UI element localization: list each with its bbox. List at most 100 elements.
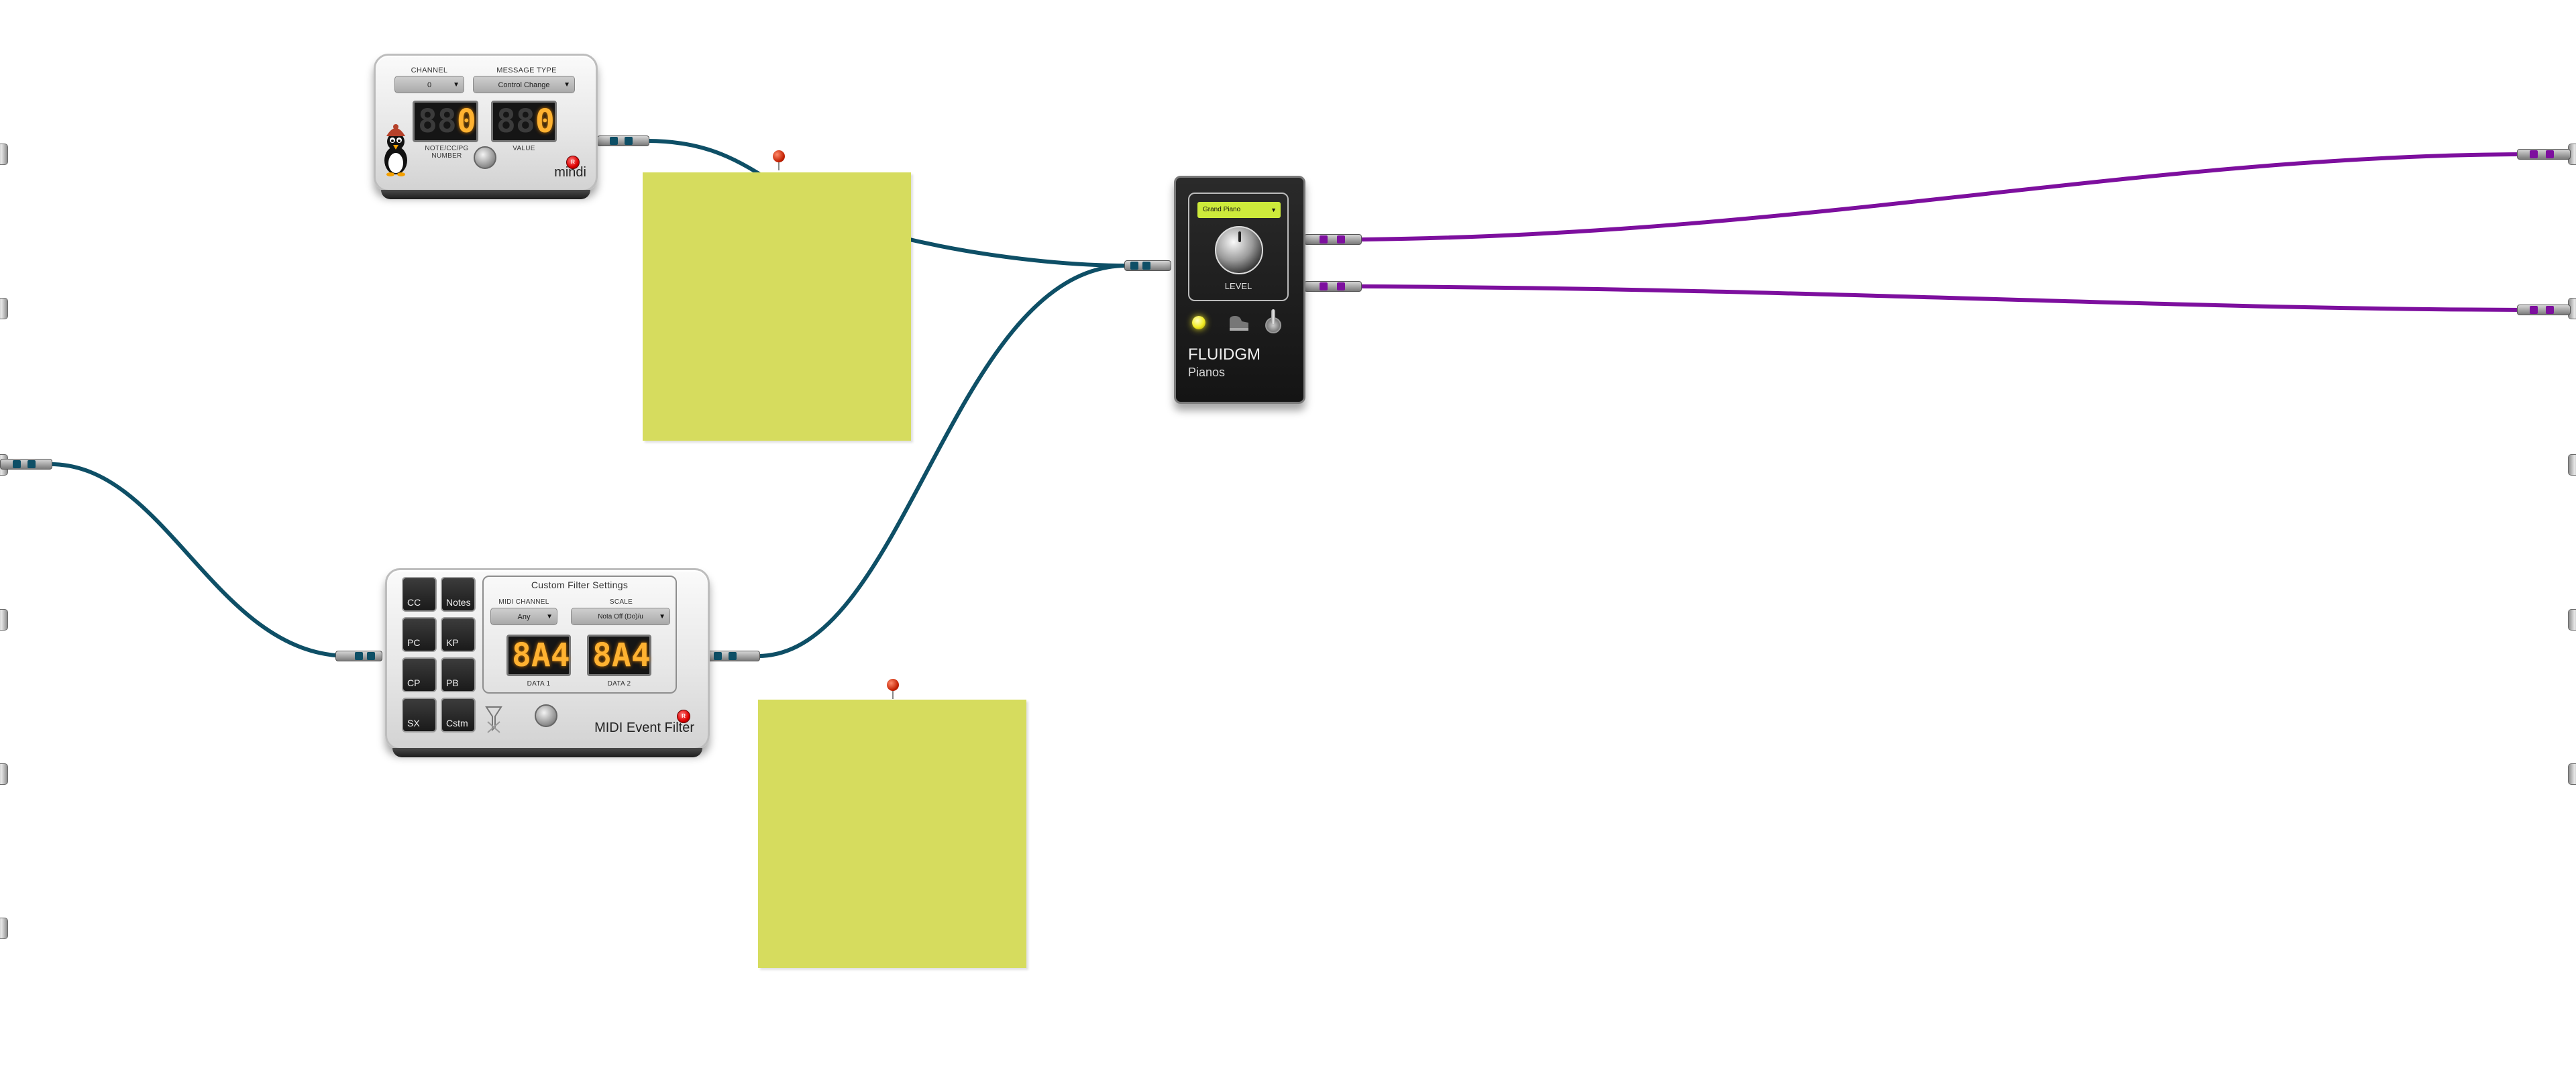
output-port[interactable] — [2568, 763, 2576, 785]
brand-label: MIDI Event Filter — [594, 720, 694, 735]
display-digit: 0 — [456, 103, 476, 140]
filter-button-kp[interactable]: KP — [441, 617, 476, 652]
number-label-line1: NOTE/CC/PG — [425, 145, 469, 152]
audio-jack[interactable] — [2517, 149, 2571, 160]
filter-button-sx[interactable]: SX — [402, 698, 437, 732]
display-digit: A — [611, 637, 631, 674]
status-led: R — [566, 156, 580, 169]
custom-filter-settings-panel: Custom Filter Settings MIDI CHANNEL Any … — [482, 576, 677, 694]
toggle-switch[interactable] — [1262, 309, 1285, 336]
footswitch[interactable] — [535, 704, 557, 727]
pin-needle — [892, 687, 894, 699]
midi-event-filter-pedal[interactable]: CC Notes PC KP CP PB SX Cstm Custom Filt… — [385, 568, 710, 757]
data2-label: DATA 2 — [607, 680, 631, 688]
filter-button-label: PC — [407, 637, 421, 648]
message-type-dropdown[interactable]: Control Change ▼ — [473, 76, 575, 93]
filter-button-label: CC — [407, 597, 421, 608]
knob-indicator — [1238, 231, 1241, 242]
filter-funnel-icon — [485, 706, 502, 733]
filter-button-label: KP — [446, 637, 459, 648]
footswitch[interactable] — [474, 146, 496, 169]
filter-button-pb[interactable]: PB — [441, 657, 476, 692]
filter-button-label: Cstm — [446, 718, 468, 728]
midi-jack[interactable] — [597, 135, 649, 146]
level-label: LEVEL — [1224, 281, 1252, 291]
pin-needle — [778, 158, 780, 170]
data1-display: 8 A 4 — [506, 635, 571, 676]
level-knob[interactable] — [1215, 226, 1263, 274]
sticky-note[interactable] — [758, 700, 1026, 968]
output-port[interactable] — [2568, 454, 2576, 476]
display-digit: 8 — [418, 103, 437, 140]
message-type-value: Control Change — [498, 81, 550, 89]
scale-dropdown[interactable]: Nota Off (Do)/u ▼ — [571, 608, 670, 625]
input-port[interactable] — [0, 144, 8, 165]
data2-display: 8 A 4 — [587, 635, 651, 676]
message-type-label: MESSAGE TYPE — [496, 66, 557, 74]
chevron-down-icon: ▼ — [546, 613, 553, 620]
filter-button-label: CP — [407, 677, 421, 688]
subtitle-label: Pianos — [1188, 366, 1226, 379]
input-port[interactable] — [0, 918, 8, 939]
audio-cable-right[interactable] — [1358, 284, 2524, 312]
midi-channel-label: MIDI CHANNEL — [498, 598, 549, 606]
input-port[interactable] — [0, 763, 8, 785]
filter-button-cp[interactable]: CP — [402, 657, 437, 692]
audio-jack[interactable] — [2517, 305, 2571, 315]
value-label: VALUE — [513, 145, 535, 152]
audio-jack[interactable] — [1304, 234, 1362, 245]
chevron-down-icon: ▼ — [453, 81, 460, 89]
mindi-pedal[interactable]: CHANNEL 0 ▼ MESSAGE TYPE Control Change … — [374, 54, 598, 199]
midi-jack[interactable] — [335, 651, 382, 661]
output-port[interactable] — [2568, 609, 2576, 631]
filter-button-cc[interactable]: CC — [402, 577, 437, 612]
scale-label: SCALE — [609, 598, 633, 606]
chevron-down-icon: ▼ — [659, 613, 665, 620]
midi-jack[interactable] — [0, 459, 52, 470]
settings-title: Custom Filter Settings — [531, 580, 629, 590]
channel-value: 0 — [427, 81, 432, 89]
pin-icon[interactable] — [887, 679, 899, 691]
fluid-control-panel: Grand Piano ▼ LEVEL — [1188, 193, 1289, 301]
midi-cable-input-to-filter[interactable] — [48, 462, 351, 658]
display-digit: 8 — [512, 637, 531, 674]
channel-label: CHANNEL — [411, 66, 448, 74]
number-label: NOTE/CC/PG NUMBER — [416, 145, 478, 160]
data1-label: DATA 1 — [527, 680, 551, 688]
midi-jack[interactable] — [1124, 260, 1171, 271]
display-digit: 8 — [592, 637, 612, 674]
filter-button-label: Notes — [446, 597, 471, 608]
brand-label: mindi — [554, 165, 586, 180]
display-digit: 8 — [515, 103, 535, 140]
audio-jack[interactable] — [1304, 281, 1362, 292]
filter-button-label: PB — [446, 677, 459, 688]
channel-dropdown[interactable]: 0 ▼ — [394, 76, 464, 93]
audio-cable-left[interactable] — [1358, 152, 2524, 241]
fluidgm-pedal[interactable]: Grand Piano ▼ LEVEL FLUIDGM Pianos — [1174, 176, 1305, 404]
display-digit: 4 — [631, 637, 651, 674]
power-led — [1192, 316, 1205, 329]
chevron-down-icon: ▼ — [564, 81, 570, 89]
piano-icon — [1230, 316, 1248, 331]
chevron-down-icon: ▼ — [1271, 207, 1277, 213]
filter-button-pc[interactable]: PC — [402, 617, 437, 652]
input-port[interactable] — [0, 298, 8, 319]
midi-channel-value: Any — [517, 613, 531, 621]
sticky-note[interactable] — [643, 172, 911, 441]
filter-button-cstm[interactable]: Cstm — [441, 698, 476, 732]
preset-value: Grand Piano — [1203, 206, 1241, 213]
preset-dropdown[interactable]: Grand Piano ▼ — [1197, 202, 1281, 218]
value-display: 8 8 0 — [491, 101, 557, 142]
midi-channel-dropdown[interactable]: Any ▼ — [490, 608, 557, 625]
midi-jack[interactable] — [706, 651, 760, 661]
display-digit: 8 — [496, 103, 516, 140]
pin-icon[interactable] — [773, 150, 785, 162]
status-led: R — [677, 710, 690, 723]
number-label-line2: NUMBER — [431, 152, 462, 160]
display-digit: 4 — [550, 637, 570, 674]
filter-button-notes[interactable]: Notes — [441, 577, 476, 612]
input-port[interactable] — [0, 609, 8, 631]
filter-button-label: SX — [407, 718, 420, 728]
display-digit: 0 — [535, 103, 555, 140]
